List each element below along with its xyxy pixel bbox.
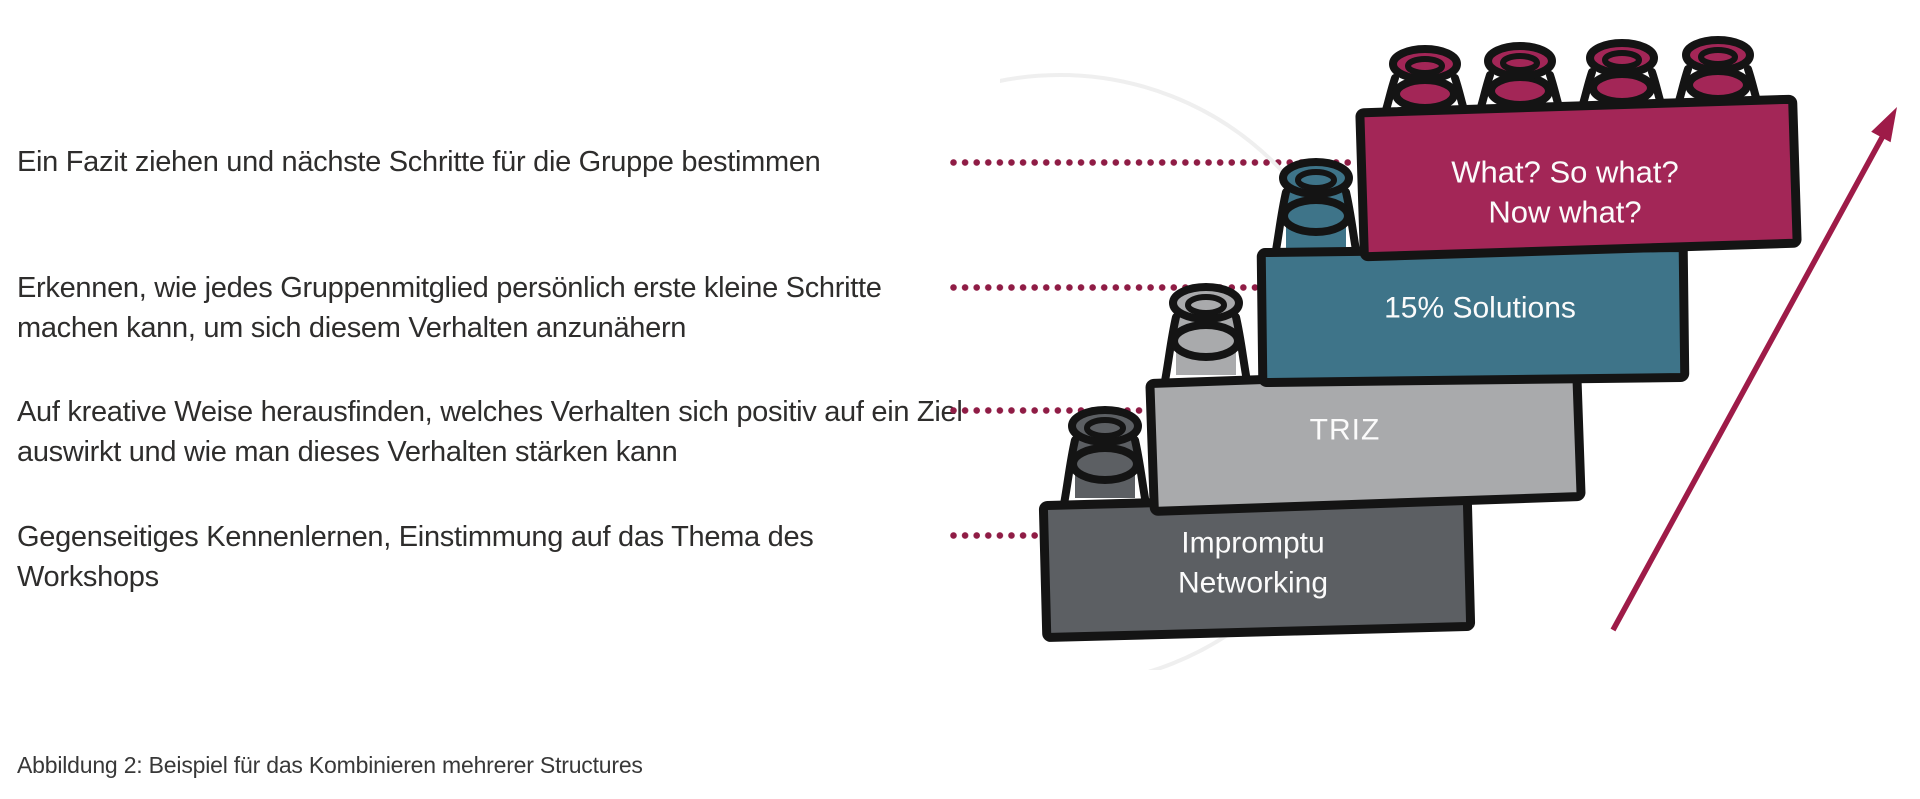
lego-stud: [1060, 406, 1150, 508]
brick-15-solutions: 15% Solutions: [1256, 158, 1690, 388]
description-what-so-what: Ein Fazit ziehen und nächste Schritte fü…: [17, 146, 821, 178]
brick-label: Networking: [1178, 567, 1328, 600]
lego-stud: [1675, 36, 1761, 105]
description-15-solutions: Erkennen, wie jedes Gruppenmitglied pers…: [17, 272, 882, 344]
connector-dotted-line-3: [950, 407, 1145, 415]
connector-dotted-line-2: [950, 284, 1258, 292]
lego-stud: [1271, 158, 1361, 260]
description-impromptu-networking: Gegenseitiges Kennenlernen, Einstimmung …: [17, 521, 814, 593]
brick-label: 15% Solutions: [1384, 292, 1576, 325]
brick-stack-figure: Impromptu Networking TRIZ: [1000, 36, 1897, 670]
description-triz: Auf kreative Weise herausfinden, welches…: [17, 396, 963, 468]
lego-stud: [1477, 42, 1563, 111]
connector-dotted-line-1: [950, 159, 1355, 167]
brick-label: Now what?: [1488, 195, 1641, 230]
brick-triz: TRIZ: [1145, 283, 1586, 516]
brick-label: What? So what?: [1451, 155, 1678, 190]
growth-arrow: [1610, 107, 1897, 632]
brick-impromptu-networking: Impromptu Networking: [1038, 406, 1476, 642]
lego-stud: [1382, 45, 1468, 114]
brick-what-so-what-now-what: What? So what? Now what?: [1355, 36, 1802, 262]
lego-stud: [1579, 39, 1665, 108]
figure-caption: Abbildung 2: Beispiel für das Kombiniere…: [17, 752, 643, 778]
connector-dotted-line-4: [950, 532, 1040, 540]
brick-label: TRIZ: [1310, 414, 1381, 447]
brick-label: Impromptu: [1181, 527, 1324, 560]
lego-stud: [1161, 283, 1251, 385]
